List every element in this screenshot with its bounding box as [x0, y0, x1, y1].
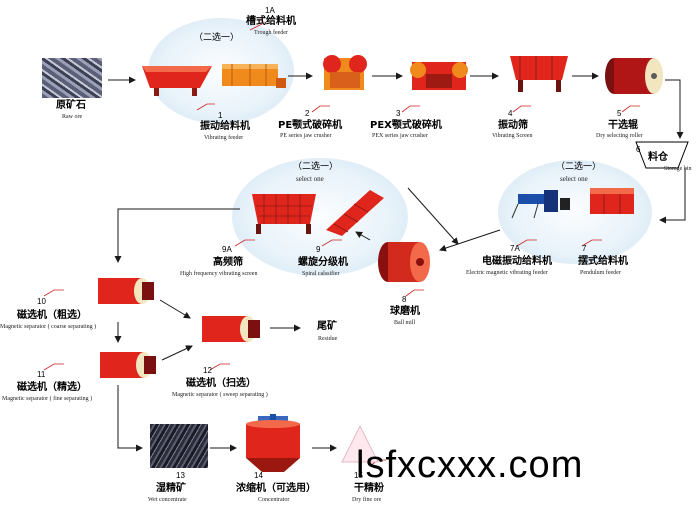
node-4-label-zh: 振动筛 [498, 120, 528, 131]
node-7a-number: 7A [510, 244, 520, 253]
node-4-number: 4 [508, 109, 513, 118]
vibrating-screen-machine [510, 56, 568, 92]
node-6-label-en: Storage bin [664, 166, 692, 172]
node-14-label-zh: 浓缩机（可选用） [236, 483, 316, 494]
node-9-label-en: Spiral calssifier [302, 271, 340, 277]
node-7a-label-zh: 电磁振动给料机 [482, 256, 552, 267]
node-15-label-en: Dry fine ore [352, 497, 382, 503]
node-2-label-en: PE series jaw crusher [280, 133, 332, 139]
website-watermark: lsfxcxxx.com [356, 444, 584, 486]
node-11-label-en: Magnetic separator ( fine separating ) [2, 396, 93, 402]
node-9-label-zh: 螺旋分级机 [298, 257, 348, 268]
node-13-number: 13 [176, 471, 185, 480]
node-4-label-en: Vibrating Screen [492, 133, 533, 139]
storage-bin-shape [635, 141, 689, 169]
high-frequency-screen-machine [252, 194, 316, 234]
raw-ore-image [42, 58, 102, 98]
pex-jaw-crusher-machine [410, 62, 468, 90]
node-11-number: 11 [37, 370, 46, 379]
arrow-mill-to-classifier [407, 187, 459, 245]
node-1a-label-en: Trough feeder [254, 30, 288, 36]
arrow-classifier-return [355, 231, 371, 241]
arrow-roller-to-bin [665, 79, 684, 139]
node-9a-label-en: High frequency vibrating screen [180, 271, 258, 277]
node-12-number: 12 [203, 366, 212, 375]
choose-one-label-middle: （二选一） [293, 162, 339, 172]
node-7a-label-en: Electric magnetic vibrating feeder [466, 270, 548, 276]
node-2-label-zh: PE颚式破碎机 [278, 120, 343, 131]
node-1-label-zh: 振动给料机 [200, 121, 250, 132]
node-8-label-en: Ball mill [394, 320, 416, 326]
wet-concentrate-image [150, 424, 208, 468]
vibrating-feeder-machine [142, 66, 212, 96]
choose-one-label-right: （二选一） [556, 162, 602, 172]
ball-mill-machine [378, 242, 430, 282]
node-5-label-zh: 干选辊 [608, 120, 638, 131]
magnetic-separator-coarse-machine [98, 278, 154, 304]
node-13-label-en: Wet concentrate [148, 497, 187, 503]
residue-label-en: Residue [318, 336, 338, 342]
node-1-number: 1 [218, 111, 223, 120]
node-15-label-zh: 干精粉 [354, 483, 384, 494]
node-12-label-zh: 磁选机（扫选） [186, 378, 256, 389]
node-6-label-zh: 料仓 [648, 152, 668, 163]
pe-jaw-crusher-machine [323, 55, 367, 90]
node-2-number: 2 [305, 109, 310, 118]
node-6-number: 6 [636, 145, 641, 154]
arrow-feeder-to-mill [439, 229, 501, 252]
raw-ore-label-zh: 原矿石 [56, 100, 86, 111]
node-7-label-zh: 摆式给料机 [578, 256, 628, 267]
select-one-label-middle: select one [296, 175, 324, 183]
node-7-number: 7 [582, 244, 587, 253]
node-9-number: 9 [316, 245, 321, 254]
node-8-number: 8 [402, 295, 407, 304]
node-1a-label-zh: 槽式给料机 [246, 16, 296, 27]
residue-label-zh: 尾矿 [317, 321, 337, 332]
node-3-label-zh: PEX颚式破碎机 [370, 120, 442, 131]
node-14-number: 14 [254, 471, 263, 480]
electric-magnetic-feeder-machine [511, 190, 570, 219]
dry-selecting-roller-machine [605, 58, 663, 94]
node-3-number: 3 [396, 109, 401, 118]
arrow-bin-to-feeders [659, 168, 686, 224]
node-3-label-en: PEX series jaw crusher [372, 133, 428, 139]
concentrator-machine [246, 414, 300, 472]
node-10-label-zh: 磁选机（粗选） [17, 310, 87, 321]
arrow-screen-to-mag10 [114, 208, 240, 263]
node-8-label-zh: 球磨机 [390, 306, 420, 317]
node-10-label-en: Magnetic separator ( coarse separating ) [0, 324, 97, 330]
node-5-label-en: Dry selecting roller [596, 133, 643, 139]
spiral-classifier-machine [326, 190, 384, 236]
select-one-label-right: select one [560, 175, 588, 183]
node-15-number: 15 [354, 471, 363, 480]
arrow-mag11-to-wet [117, 385, 143, 452]
node-14-label-en: Concentrator [258, 497, 290, 503]
node-7-label-en: Pendulum feeder [580, 270, 621, 276]
choose-one-label-top: （二选一） [194, 33, 240, 43]
pendulum-feeder-machine [590, 188, 634, 214]
node-1-label-en: Vibrating feeder [204, 135, 244, 141]
node-5-number: 5 [617, 109, 622, 118]
node-12-label-en: Magnetic separator ( sweep separating ) [172, 392, 268, 398]
arrow-mag10-to-mag12 [159, 299, 191, 319]
trough-feeder-machine [222, 64, 286, 88]
magnetic-separator-sweep-machine [202, 316, 260, 342]
magnetic-separator-fine-machine [100, 352, 156, 378]
dry-fine-ore-pile [341, 424, 379, 463]
node-10-number: 10 [37, 297, 46, 306]
node-9a-number: 9A [222, 245, 232, 254]
node-11-label-zh: 磁选机（精选） [17, 382, 87, 393]
raw-ore-label-en: Raw ore [62, 114, 83, 120]
node-9a-label-zh: 高频筛 [213, 257, 243, 268]
node-1a-number: 1A [265, 6, 275, 15]
arrow-mag11-to-mag12 [161, 345, 193, 361]
node-13-label-zh: 湿精矿 [156, 483, 186, 494]
